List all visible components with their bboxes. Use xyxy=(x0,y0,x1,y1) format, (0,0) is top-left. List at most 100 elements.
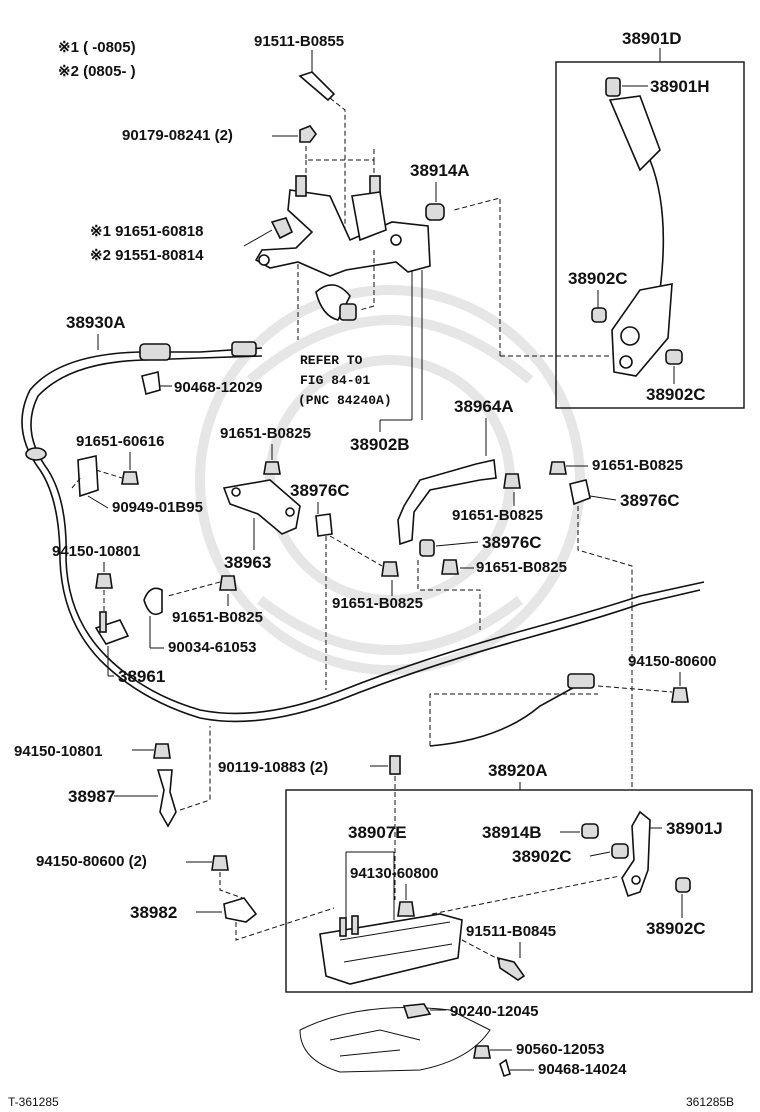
label-38914a[interactable]: 38914A xyxy=(410,161,470,180)
label-94150-10801-a[interactable]: 94150-10801 xyxy=(52,543,140,560)
reference-line xyxy=(305,160,375,180)
label-91651-b0825-d[interactable]: 91651-B0825 xyxy=(476,559,567,576)
label-38964a[interactable]: 38964A xyxy=(454,397,514,416)
label-38902c-c[interactable]: 38902C xyxy=(512,847,572,866)
refer-line-1: REFER TO xyxy=(300,353,363,368)
label-94130-60800[interactable]: 94130-60800 xyxy=(350,865,438,882)
hole xyxy=(258,254,270,266)
reference-line xyxy=(329,97,346,230)
label-38902c-b[interactable]: 38902C xyxy=(646,385,706,404)
label-38930a[interactable]: 38930A xyxy=(66,313,126,332)
bracket-38964a xyxy=(397,459,497,546)
label-90179-08241[interactable]: 90179-08241 (2) xyxy=(122,127,233,144)
label-38976c-c[interactable]: 38976C xyxy=(620,491,680,510)
label-38976c-b[interactable]: 38976C xyxy=(482,533,542,552)
label-38976c-a[interactable]: 38976C xyxy=(290,481,350,500)
hole xyxy=(285,507,295,517)
label-91651-b0825-e[interactable]: 91651-B0825 xyxy=(592,457,683,474)
label-38901j[interactable]: 38901J xyxy=(666,819,723,838)
label-38901h[interactable]: 38901H xyxy=(650,77,710,96)
bracket-arm xyxy=(351,191,387,242)
label-38902b[interactable]: 38902B xyxy=(350,435,410,454)
label-91651-60818[interactable]: ※1 91651-60818 xyxy=(90,223,204,240)
stud xyxy=(351,915,359,935)
label-38902c-d[interactable]: 38902C xyxy=(646,919,706,938)
label-91511-b0845[interactable]: 91511-B0845 xyxy=(466,923,556,940)
label-90240-12045[interactable]: 90240-12045 xyxy=(450,1003,538,1020)
label-90949-01b95[interactable]: 90949-01B95 xyxy=(112,499,203,516)
label-38963[interactable]: 38963 xyxy=(224,553,271,572)
cable-fitting xyxy=(231,341,257,357)
label-90560-12053[interactable]: 90560-12053 xyxy=(516,1041,604,1058)
label-91651-60616[interactable]: 91651-60616 xyxy=(76,433,164,450)
bolt xyxy=(298,71,336,102)
leader-line xyxy=(589,495,617,501)
reference-line xyxy=(453,197,501,356)
bolt-head xyxy=(441,559,459,575)
cable-38930a xyxy=(21,347,701,723)
reference-line xyxy=(167,581,221,597)
clamp-38982 xyxy=(223,897,258,923)
reference-line xyxy=(179,726,211,811)
clip xyxy=(499,1058,511,1078)
bushing xyxy=(675,877,691,893)
clip xyxy=(141,371,161,396)
leader-line xyxy=(243,229,273,247)
note-1: ※1 ( -0805) xyxy=(58,39,136,56)
label-94150-10801-b[interactable]: 94150-10801 xyxy=(14,743,102,760)
cable-end xyxy=(139,343,171,361)
stud xyxy=(295,175,307,197)
label-90119-10883[interactable]: 90119-10883 (2) xyxy=(218,759,328,776)
hole xyxy=(631,875,641,885)
clip xyxy=(419,539,435,557)
refer-line-3[interactable]: (PNC 84240A) xyxy=(298,393,392,408)
bushing xyxy=(591,307,607,323)
reference-line xyxy=(359,250,375,311)
label-91651-b0825-b[interactable]: 91651-B0825 xyxy=(452,507,543,524)
plate-detail xyxy=(339,921,453,963)
refer-line-2[interactable]: FIG 84-01 xyxy=(300,373,370,388)
label-90034-61053[interactable]: 90034-61053 xyxy=(168,639,256,656)
label-91551-80814[interactable]: ※2 91551-80814 xyxy=(90,247,204,264)
label-38982[interactable]: 38982 xyxy=(130,903,177,922)
clip-nut xyxy=(339,303,357,321)
label-38901d[interactable]: 38901D xyxy=(622,29,682,48)
clamp-90034 xyxy=(143,587,163,616)
reference-line xyxy=(461,939,501,961)
nut xyxy=(473,1045,491,1059)
reference-line xyxy=(577,506,633,606)
label-94150-80600-b[interactable]: 94150-80600 (2) xyxy=(36,853,147,870)
lever-rod xyxy=(649,159,665,291)
lever-grip xyxy=(608,95,661,172)
label-38907e[interactable]: 38907E xyxy=(348,823,407,842)
reference-line xyxy=(431,875,621,915)
label-38920a[interactable]: 38920A xyxy=(488,761,548,780)
label-91511-b0855[interactable]: 91511-B0855 xyxy=(254,33,344,50)
bracket-38963 xyxy=(222,479,301,535)
footer-left: T-361285 xyxy=(8,1095,59,1109)
watermark-logo xyxy=(195,285,585,675)
label-38961[interactable]: 38961 xyxy=(118,667,165,686)
bolt xyxy=(270,217,294,240)
label-90468-12029[interactable]: 90468-12029 xyxy=(174,379,262,396)
label-90468-14024[interactable]: 90468-14024 xyxy=(538,1061,627,1078)
label-91651-b0825-f[interactable]: 91651-B0825 xyxy=(172,609,263,626)
hole xyxy=(390,234,402,246)
floor-sketch-detail xyxy=(329,1029,421,1057)
lever-38901j xyxy=(621,810,651,898)
label-91651-b0825-c[interactable]: 91651-B0825 xyxy=(332,595,423,612)
bolt-head xyxy=(503,473,521,489)
label-38902c-a[interactable]: 38902C xyxy=(568,269,628,288)
label-38987[interactable]: 38987 xyxy=(68,787,115,806)
reference-line xyxy=(71,469,123,489)
cable-38930a-outer xyxy=(30,355,705,715)
grommet xyxy=(25,447,47,461)
label-38914b[interactable]: 38914B xyxy=(482,823,542,842)
label-91651-b0825-a[interactable]: 91651-B0825 xyxy=(220,425,311,442)
label-94150-80600-a[interactable]: 94150-80600 xyxy=(628,653,716,670)
clip-38976c xyxy=(315,513,333,537)
rod-38987 xyxy=(156,769,177,828)
bolt xyxy=(402,1003,432,1019)
